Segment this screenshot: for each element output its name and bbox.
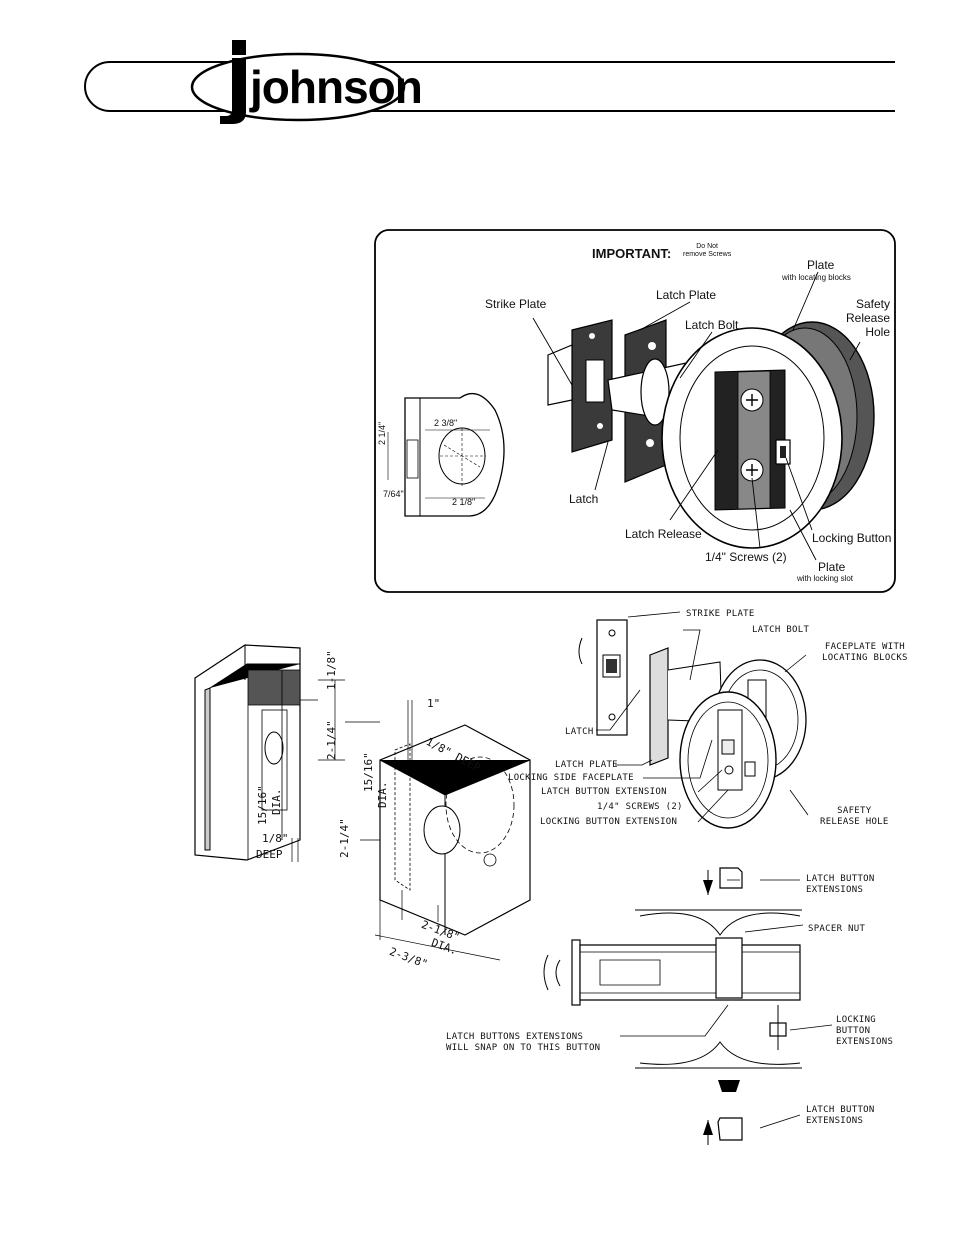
- prep-dim-1516: 15/16": [256, 785, 269, 825]
- sec-locking-label: LOCKING BUTTON EXTENSIONS: [836, 1015, 893, 1048]
- exp-latch-label: LATCH: [565, 727, 594, 737]
- prep-dim-deep: DEEP: [256, 848, 283, 861]
- inset-latch-plate-label: Latch Plate: [656, 288, 717, 302]
- exp-faceplate-line2: LOCATING BLOCKS: [822, 653, 908, 663]
- exp-latch-bolt-label: LATCH BOLT: [752, 625, 810, 635]
- sec-locking-line3: EXTENSIONS: [836, 1037, 894, 1047]
- exp-locking-button-ext-label: LOCKING BUTTON EXTENSION: [540, 817, 678, 827]
- inset-latch-label: Latch: [569, 492, 599, 506]
- prep-dim-118: 1-1/8": [325, 650, 338, 690]
- header-graphic: [84, 40, 895, 124]
- sec-locking-line2: BUTTON: [836, 1026, 871, 1036]
- inset-safety-line2: Release: [846, 311, 891, 325]
- inset-dim-218: 2 1/8": [452, 497, 476, 507]
- sec-snap-label: LATCH BUTTONS EXTENSIONS WILL SNAP ON TO…: [446, 1032, 600, 1054]
- inset-safety-line1: Safety: [855, 297, 890, 311]
- inset-screws-label: 1/4" Screws (2): [705, 550, 787, 564]
- inset-safety-line3: Hole: [865, 325, 890, 339]
- sec-bot-line1: LATCH BUTTON: [806, 1105, 875, 1115]
- inset-plate-top-sub: with locating blocks: [782, 273, 851, 282]
- exp-latch-button-ext-label: LATCH BUTTON EXTENSION: [541, 787, 667, 797]
- inset-plate-bottom-sub: with locking slot: [797, 574, 854, 583]
- prep-dim-214-b: 2-1/4": [338, 818, 351, 858]
- exp-faceplate-label: FACEPLATE WITH LOCATING BLOCKS: [822, 642, 908, 664]
- inset-plate-top-label: Plate: [807, 258, 835, 272]
- brand-logo: johnson: [250, 61, 423, 113]
- inset-dim-764: 7/64": [383, 489, 404, 499]
- inset-latch-bolt-label: Latch Bolt: [685, 318, 739, 332]
- sec-top-line2: EXTENSIONS: [806, 885, 864, 895]
- exp-safety-line1: SAFETY: [837, 806, 872, 816]
- important-note: Do Not remove Screws: [683, 243, 731, 259]
- exp-latch-plate-label: LATCH PLATE: [555, 760, 618, 770]
- sec-spacer-nut-label: SPACER NUT: [808, 924, 866, 934]
- inset-safety-release-label: Safety Release Hole: [846, 297, 890, 339]
- inset-frame: [374, 229, 896, 593]
- exp-faceplate-line1: FACEPLATE WITH: [824, 642, 905, 652]
- important-label: IMPORTANT:: [592, 246, 672, 261]
- sec-top-line1: LATCH BUTTON: [806, 874, 875, 884]
- inset-locking-button-label: Locking Button: [812, 531, 892, 545]
- exp-strike-plate-label: STRIKE PLATE: [686, 609, 755, 619]
- sec-locking-line1: LOCKING: [836, 1015, 877, 1025]
- inset-latch-release-label: Latch Release: [625, 527, 702, 541]
- prep-dim-18: 1/8": [262, 832, 289, 845]
- prep-dim-dia: DIA.: [270, 788, 283, 816]
- sec-bot-line2: EXTENSIONS: [806, 1116, 864, 1126]
- prep-dim-1: 1": [427, 697, 441, 710]
- inset-plate-bottom-label: Plate: [818, 560, 846, 574]
- prep-dim-214: 2-1/4": [325, 720, 338, 760]
- sec-snap-line1: LATCH BUTTONS EXTENSIONS: [446, 1032, 584, 1042]
- sec-latch-button-ext-bot-label: LATCH BUTTON EXTENSIONS: [806, 1105, 875, 1127]
- important-note-line1: Do Not: [696, 243, 719, 250]
- prep-dim-dia-b: DIA.: [376, 781, 389, 809]
- exp-screws-label: 1/4" SCREWS (2): [597, 802, 683, 812]
- exp-safety-line2: RELEASE HOLE: [820, 817, 889, 827]
- inset-strike-plate-label: Strike Plate: [485, 297, 547, 311]
- sec-latch-button-ext-top-label: LATCH BUTTON EXTENSIONS: [806, 874, 875, 896]
- prep-dim-1516-b: 15/16": [362, 752, 375, 792]
- important-note-line2: remove Screws: [683, 251, 732, 258]
- sec-snap-line2: WILL SNAP ON TO THIS BUTTON: [446, 1043, 601, 1053]
- inset-dim-238: 2 3/8": [434, 418, 458, 428]
- exp-safety-label: SAFETY RELEASE HOLE: [820, 806, 889, 828]
- exp-locking-side-label: LOCKING SIDE FACEPLATE: [508, 773, 634, 783]
